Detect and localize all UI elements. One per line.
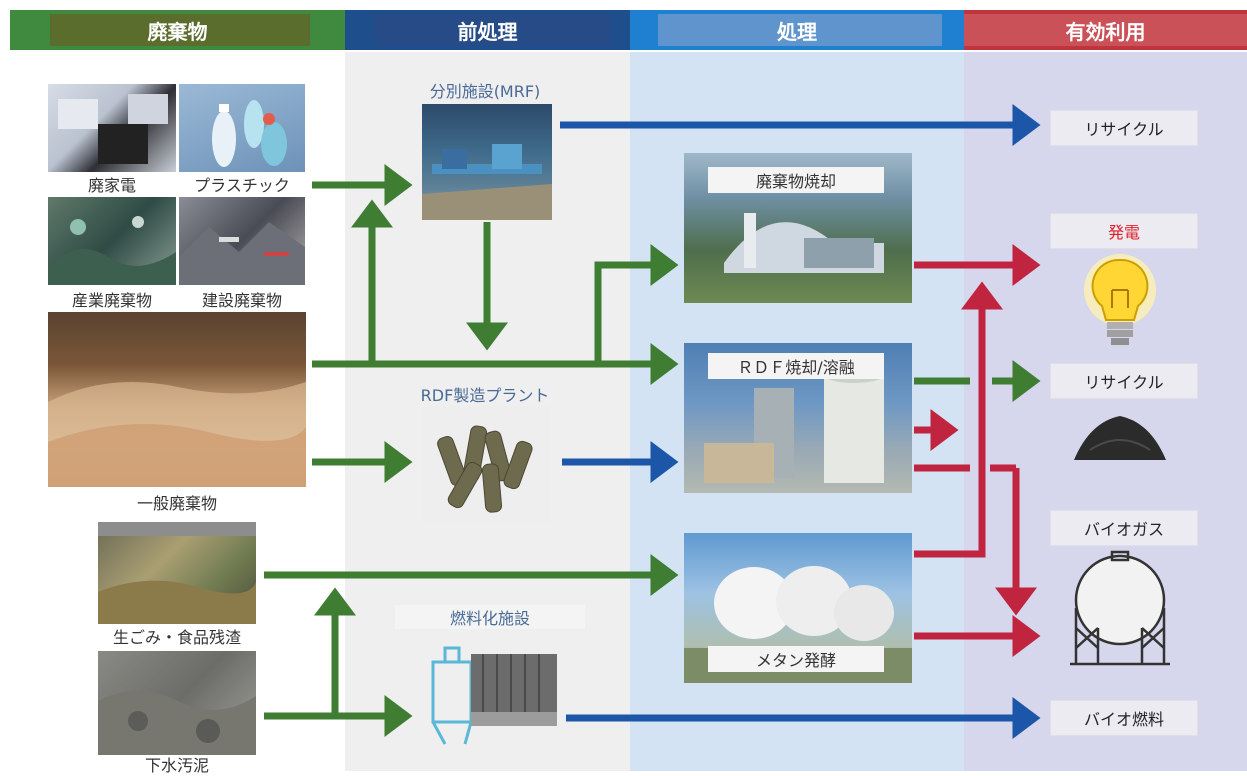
header-pretreatment: 前処理 (345, 10, 630, 50)
mrf-label: 分別施設(MRF) (429, 82, 541, 101)
recycle-box-2: リサイクル (1050, 363, 1198, 399)
caption-construction: 建設廃棄物 (179, 287, 305, 311)
mrf-photo (422, 104, 552, 220)
caption-sewage: 下水汚泥 (144, 756, 209, 775)
header-waste-label: 廃棄物 (147, 19, 208, 44)
power-box: 発電 (1050, 213, 1198, 249)
caption-municipal: 一般廃棄物 (136, 494, 217, 513)
header-treatment: 処理 (630, 10, 964, 50)
granular-pile-icon (1070, 410, 1170, 465)
light-bulb-icon (1070, 250, 1170, 355)
fuel-facility-drawing (425, 640, 565, 752)
caption-food: 生ごみ・食品残渣 (98, 624, 256, 648)
methane-fermentation-label: メタン発酵 (708, 646, 884, 672)
header-pretreatment-label: 前処理 (457, 19, 518, 44)
municipal-waste-photo (48, 312, 306, 487)
sewage-sludge-photo (98, 651, 256, 755)
header-waste: 廃棄物 (10, 10, 345, 50)
caption-plastic: プラスチック (179, 172, 305, 196)
arrow-methane-up-to-power (914, 281, 1003, 558)
rdf-pellets-photo (422, 406, 550, 522)
header-utilization-label: 有効利用 (1065, 19, 1146, 44)
utilization-column-bg (964, 52, 1247, 771)
gas-holder-icon (1062, 548, 1178, 668)
arrow-branch-to-incineration (594, 244, 679, 364)
construction-waste-photo (179, 197, 305, 285)
header-treatment-label: 処理 (777, 19, 817, 44)
caption-industrial: 産業廃棄物 (48, 287, 176, 311)
header-utilization: 有効利用 (964, 10, 1247, 50)
rdf-plant-label: RDF製造プラント (420, 386, 550, 405)
biofuel-box: バイオ燃料 (1050, 700, 1198, 736)
recycle-box-1: リサイクル (1050, 110, 1198, 146)
caption-appliances: 廃家電 (48, 172, 176, 196)
fuel-facility-label: 燃料化施設 (395, 605, 585, 629)
green-arrows (264, 164, 1041, 737)
plastic-photo (179, 84, 305, 172)
blue-arrows (560, 104, 1041, 739)
biogas-box: バイオガス (1050, 510, 1198, 546)
red-arrows (914, 244, 1041, 657)
incineration-label: 廃棄物焼却 (708, 167, 884, 193)
rdf-incineration-label: ＲＤＦ焼却/溶融 (708, 353, 884, 379)
food-waste-photo (98, 522, 256, 624)
appliances-photo (48, 84, 176, 172)
industrial-waste-photo (48, 197, 176, 285)
